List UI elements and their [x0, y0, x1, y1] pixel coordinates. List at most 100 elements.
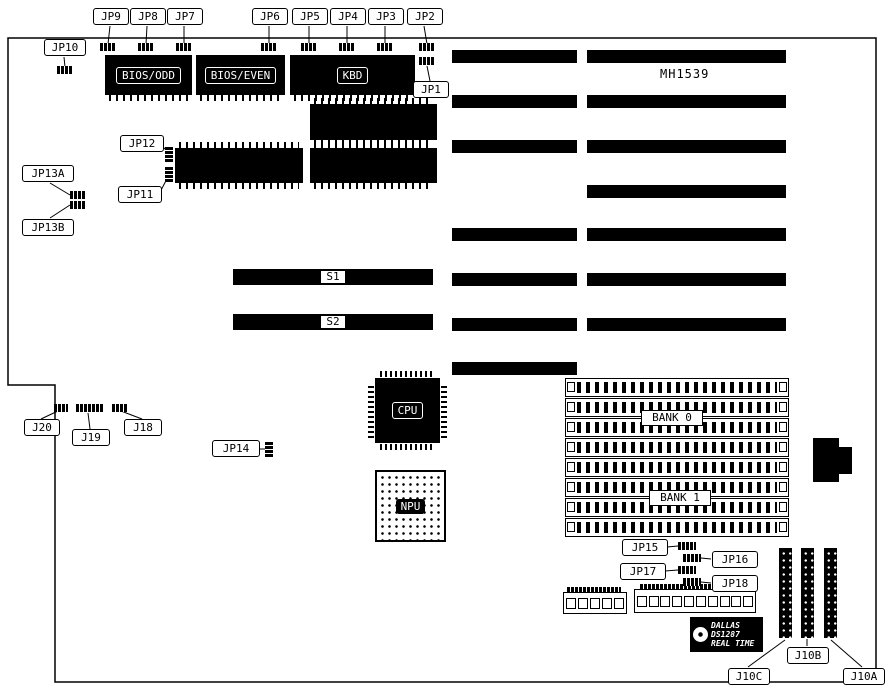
npu-label: NPU: [395, 498, 426, 514]
label-jp16: JP16: [712, 551, 758, 568]
cpu-pins-left: [368, 383, 374, 438]
cpu-pins-right: [441, 383, 447, 438]
bios-even-chip: BIOS/EVEN: [196, 55, 285, 101]
isa-slot-1-left: [452, 50, 577, 63]
label-jp12: JP12: [120, 135, 164, 152]
dallas-clock-icon: [693, 627, 708, 642]
label-jp14: JP14: [212, 440, 260, 457]
jumper-jp6: [261, 43, 277, 51]
board-model: MH1539: [660, 67, 710, 81]
keyboard-din-connector: [813, 438, 839, 482]
isa-slot-7-right: [587, 318, 786, 331]
isa-slot-8-left: [452, 362, 577, 375]
jumper-jp15: [678, 542, 696, 550]
label-jp11: JP11: [118, 186, 162, 203]
dip-chip-3: [310, 142, 437, 189]
isa-slot-4-right: [587, 185, 786, 198]
isa-slot-3-left: [452, 140, 577, 153]
jumper-jp4: [339, 43, 355, 51]
label-jp8: JP8: [130, 8, 166, 25]
jumper-jp18: [683, 578, 701, 586]
simm-socket-4: [565, 438, 789, 457]
bios-odd-label: BIOS/ODD: [116, 66, 181, 84]
cpu-chip: CPU: [375, 378, 440, 443]
label-jp4: JP4: [330, 8, 366, 25]
dip-switch-s2: S2: [233, 314, 433, 330]
label-jp3: JP3: [368, 8, 404, 25]
dip-chip-2: [175, 142, 303, 189]
cpu-pins-top: [380, 371, 435, 377]
dip-chip-1: [310, 98, 437, 146]
isa-slot-6-left: [452, 273, 577, 286]
rtc-chip-dallas: DALLAS DS1287 REAL TIME: [690, 617, 763, 652]
jumper-jp12: [165, 146, 173, 162]
jumper-jp8: [138, 43, 154, 51]
keyboard-din-connector-tip: [839, 447, 852, 474]
bios-even-label: BIOS/EVEN: [204, 66, 277, 84]
rtc-type: REAL TIME: [711, 639, 755, 648]
connector-j10c: [779, 548, 792, 638]
jumper-jp13b: [70, 201, 86, 209]
jumper-jp17: [678, 566, 696, 574]
label-j20: J20: [24, 419, 60, 436]
label-jp6: JP6: [252, 8, 288, 25]
isa-slot-6-right: [587, 273, 786, 286]
jumper-jp7: [176, 43, 192, 51]
label-jp18: JP18: [712, 575, 758, 592]
label-j10c: J10C: [728, 668, 770, 685]
label-j10a: J10A: [843, 668, 885, 685]
jumper-j20: [54, 404, 68, 412]
bios-odd-chip: BIOS/ODD: [105, 55, 192, 101]
label-jp17: JP17: [620, 563, 666, 580]
cpu-label: CPU: [391, 402, 424, 419]
bank0-label: BANK 0: [641, 410, 703, 426]
label-jp1: JP1: [413, 81, 449, 98]
jumper-jp10: [57, 66, 73, 74]
jumper-jp5: [301, 43, 317, 51]
rtc-model: DS1287: [711, 630, 740, 639]
keyboard-controller-chip: KBD: [290, 55, 415, 101]
label-j19: J19: [72, 429, 110, 446]
isa-slot-5-right: [587, 228, 786, 241]
kbd-label: KBD: [336, 66, 369, 84]
simm-socket-1: [565, 378, 789, 397]
cpu-pins-bottom: [380, 444, 435, 450]
jumper-jp11: [165, 166, 173, 182]
label-jp5: JP5: [292, 8, 328, 25]
label-jp9: JP9: [93, 8, 129, 25]
jumper-jp1: [419, 57, 435, 65]
connector-j10a: [824, 548, 837, 638]
jumper-jp13a: [70, 191, 86, 199]
label-jp15: JP15: [622, 539, 668, 556]
label-jp7: JP7: [167, 8, 203, 25]
rtc-brand: DALLAS: [711, 621, 740, 630]
isa-slot-3-right: [587, 140, 786, 153]
jumper-jp9: [100, 43, 116, 51]
isa-slot-2-left: [452, 95, 577, 108]
connector-j10b: [801, 548, 814, 638]
jumper-j18: [112, 404, 128, 412]
s2-label: S2: [320, 315, 346, 329]
bank1-label: BANK 1: [649, 490, 711, 506]
floppy-header: [563, 592, 627, 614]
simm-socket-5: [565, 458, 789, 477]
jumper-j19: [76, 404, 104, 412]
label-j18: J18: [124, 419, 162, 436]
jumper-jp16: [683, 554, 701, 562]
isa-slot-2-right: [587, 95, 786, 108]
jumper-jp14: [265, 441, 273, 457]
dip-switch-s1: S1: [233, 269, 433, 285]
label-j10b: J10B: [787, 647, 829, 664]
isa-slot-1-right: [587, 50, 786, 63]
isa-slot-5-left: [452, 228, 577, 241]
simm-socket-8: [565, 518, 789, 537]
s1-label: S1: [320, 270, 346, 284]
isa-slot-7-left: [452, 318, 577, 331]
label-jp2: JP2: [407, 8, 443, 25]
io-header: [634, 589, 756, 613]
jumper-jp2: [419, 43, 435, 51]
jumper-jp3: [377, 43, 393, 51]
label-jp10: JP10: [44, 39, 86, 56]
label-jp13b: JP13B: [22, 219, 74, 236]
